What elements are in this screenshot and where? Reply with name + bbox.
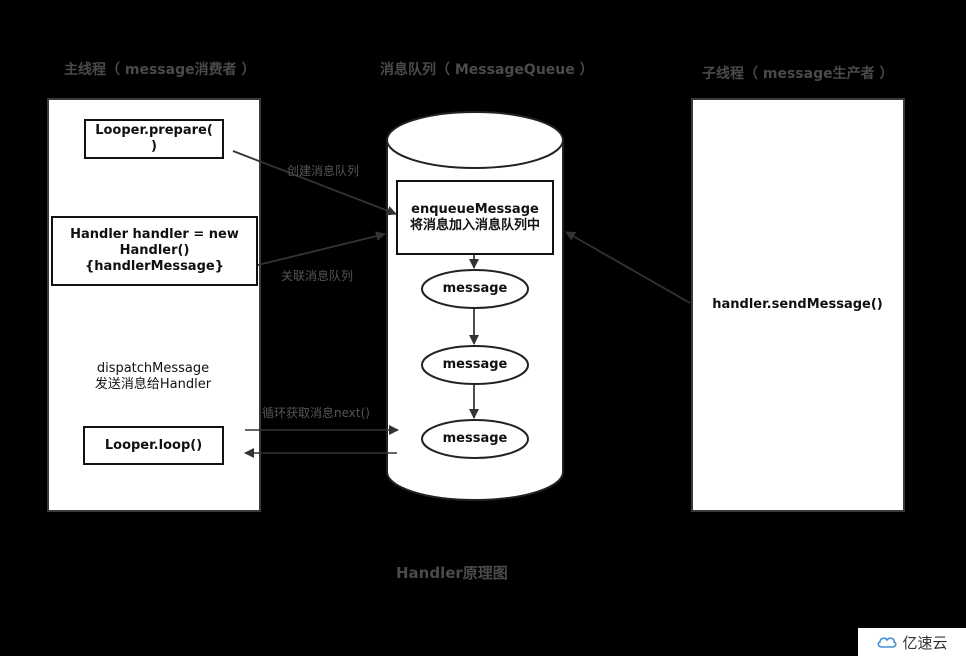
enqueue-line-1: enqueueMessage	[411, 201, 539, 217]
message-label-3: message	[442, 431, 508, 446]
looper-loop-label: Looper.loop()	[104, 437, 203, 453]
enqueue-line-2: 将消息加入消息队列中	[409, 217, 540, 233]
sub-thread-title: 子线程（ message生产者 ）	[702, 66, 894, 82]
enqueue-message-box: enqueueMessage 将消息加入消息队列中	[396, 180, 554, 255]
arrow-associate-queue	[257, 231, 386, 266]
edge-label-loop-next: 循环获取消息next()	[262, 406, 370, 420]
cloud-logo-icon	[877, 637, 898, 648]
message-node-3	[421, 419, 529, 459]
queue-cylinder-top	[386, 111, 564, 169]
send-message-text: handler.sendMessage()	[712, 297, 883, 312]
handler-new-line-2: Handler()	[119, 243, 190, 258]
looper-prepare-line-1: Looper.prepare(	[95, 123, 213, 138]
edge-label-associate-queue: 关联消息队列	[281, 269, 354, 283]
watermark-text: 亿速云	[902, 633, 948, 652]
sub-thread-panel	[691, 98, 905, 512]
message-node-2	[421, 345, 529, 385]
handler-new-line-1: Handler handler = new	[70, 227, 239, 242]
dispatch-line-2: 发送消息给Handler	[94, 377, 212, 392]
edge-label-create-queue: 创建消息队列	[287, 164, 360, 178]
message-label-2: message	[442, 357, 508, 372]
looper-prepare-line-2: )	[151, 139, 157, 154]
dispatch-line-1: dispatchMessage	[96, 361, 210, 376]
diagram-caption: Handler原理图	[396, 564, 508, 582]
arrow-create-queue	[232, 150, 397, 216]
main-thread-title: 主线程（ message消费者 ）	[64, 62, 256, 78]
watermark: 亿速云	[858, 628, 966, 656]
dispatch-message-text: dispatchMessage 发送消息给Handler	[68, 361, 238, 393]
arrow-send-message	[565, 231, 691, 304]
queue-title: 消息队列（ MessageQueue ）	[380, 62, 594, 78]
looper-prepare-box: Looper.prepare( )	[84, 119, 224, 159]
looper-loop-box: Looper.loop()	[83, 426, 224, 465]
message-label-1: message	[442, 281, 508, 296]
handler-new-line-3: {handlerMessage}	[85, 259, 224, 274]
message-node-1	[421, 269, 529, 309]
handler-new-box: Handler handler = new Handler() {handler…	[51, 216, 258, 286]
